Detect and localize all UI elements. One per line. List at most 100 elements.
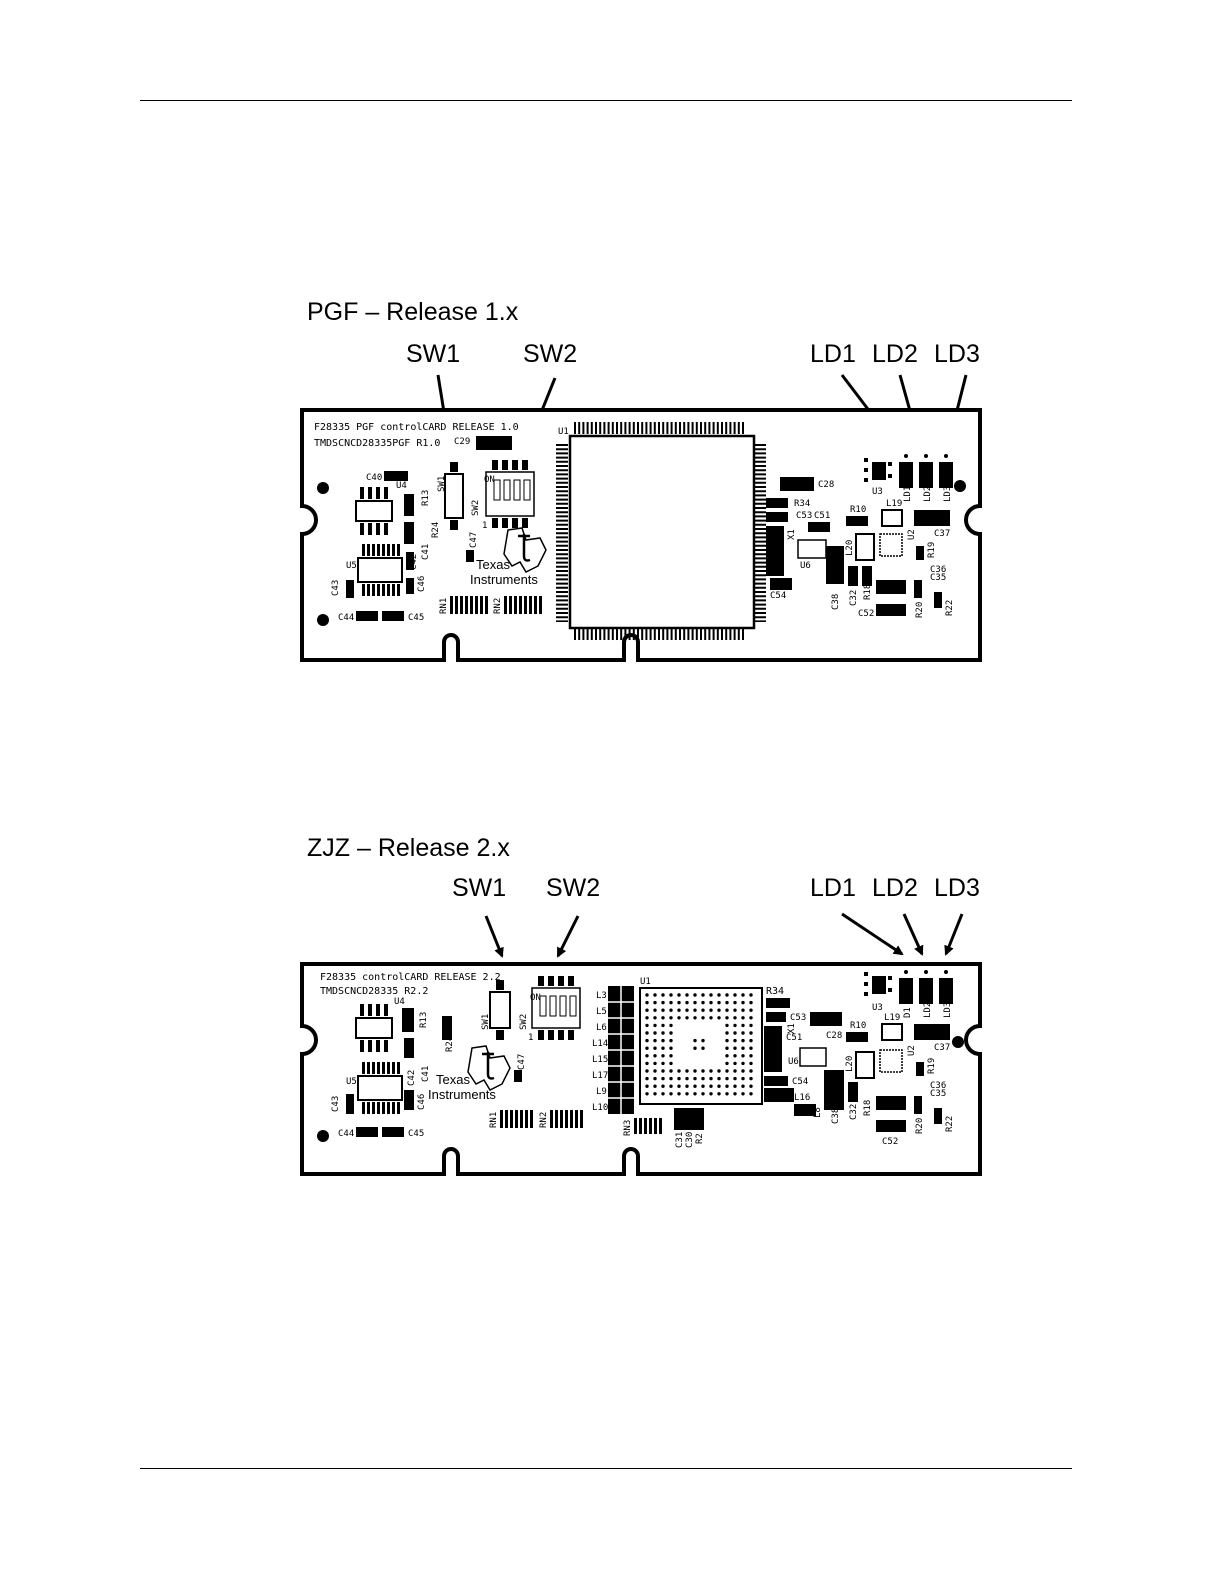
pgf-r24-pads xyxy=(404,522,414,544)
pgf-ref-u1: U1 xyxy=(558,427,569,437)
bga-ball xyxy=(709,1076,713,1081)
bga-ball xyxy=(733,993,737,997)
bga-ball xyxy=(661,1061,665,1066)
pgf-ref-c53: C53 xyxy=(796,511,812,521)
pgf-logo-instruments: Instruments xyxy=(470,572,538,587)
pgf-ref-c45: C45 xyxy=(408,613,424,623)
pgf-c45-pads xyxy=(382,611,404,621)
zjz-ref-c38: C38 xyxy=(831,1108,841,1124)
bga-ball xyxy=(749,1016,753,1020)
zjz-c45-pads xyxy=(382,1127,404,1137)
bga-ball xyxy=(701,1000,705,1005)
bga-ball xyxy=(645,1076,649,1081)
zjz-ref-c43: C43 xyxy=(331,1096,341,1112)
bga-ball xyxy=(661,1046,665,1050)
pgf-c29-pads xyxy=(476,436,512,450)
zjz-c46-pads xyxy=(404,1090,414,1110)
zjz-ref-c42: C42 xyxy=(407,1070,417,1086)
zjz-ref-l14: L14 xyxy=(592,1039,608,1049)
bga-ball xyxy=(693,1076,697,1081)
pgf-ref-c40: C40 xyxy=(366,473,382,483)
bga-ball xyxy=(645,1000,649,1005)
zjz-ref-c35: C35 xyxy=(930,1089,946,1099)
pgf-ref-c51: C51 xyxy=(814,511,830,521)
bga-ball xyxy=(669,1016,673,1020)
bga-ball xyxy=(677,1016,681,1020)
zjz-u3-chip xyxy=(864,972,892,996)
bga-ball xyxy=(749,1000,753,1005)
zjz-ref-u4: U4 xyxy=(394,997,405,1007)
bga-ball xyxy=(661,1016,665,1020)
bga-ball xyxy=(685,1084,689,1088)
bga-ball xyxy=(645,1069,649,1073)
pgf-mount-hole xyxy=(317,482,329,494)
zjz-x1-crystal xyxy=(764,1026,782,1072)
bga-ball xyxy=(693,1092,697,1096)
zjz-c32-pads xyxy=(848,1082,858,1102)
zjz-ref-r22: R22 xyxy=(945,1116,955,1132)
zjz-ref-c44: C44 xyxy=(338,1129,354,1139)
bga-ball xyxy=(685,1069,689,1073)
bga-ball xyxy=(701,1038,705,1043)
pgf-c42-pads xyxy=(406,552,414,570)
pgf-led2-mark xyxy=(924,454,928,458)
bga-ball xyxy=(749,1046,753,1050)
pgf-ref-c37: C37 xyxy=(934,529,950,539)
zjz-ref-rn1: RN1 xyxy=(489,1112,499,1128)
pgf-led1-mark xyxy=(904,454,908,458)
bga-ball xyxy=(741,1069,745,1073)
pgf-board-part: TMDSCNCD28335PGF R1.0 xyxy=(314,438,440,449)
zjz-callout-sw1: SW1 xyxy=(452,874,507,902)
bga-ball xyxy=(661,1008,665,1012)
bga-ball xyxy=(725,993,729,997)
pgf-ref-c52: C52 xyxy=(858,609,874,619)
pgf-ref-u5: U5 xyxy=(346,561,357,571)
bga-ball xyxy=(749,1069,753,1073)
pgf-callout-sw1: SW1 xyxy=(406,340,461,368)
bga-ball xyxy=(685,1076,689,1081)
zjz-ref-on: ON xyxy=(530,993,541,1003)
bga-ball xyxy=(669,1023,673,1028)
zjz-led2 xyxy=(919,978,933,1004)
zjz-ref-l5: L5 xyxy=(596,1007,607,1017)
pgf-c28-pads xyxy=(780,477,814,491)
zjz-ref-r2: R2 xyxy=(695,1133,705,1144)
bga-ball xyxy=(741,1031,745,1035)
zjz-ref-c51: C51 xyxy=(786,1033,802,1043)
bga-ball xyxy=(733,1008,737,1012)
zjz-ref-ld2: LD2 xyxy=(923,1002,933,1018)
bga-ball xyxy=(733,1038,737,1043)
pgf-led1 xyxy=(899,462,913,488)
zjz-callout-ld2: LD2 xyxy=(872,874,918,902)
pgf-r18-pads xyxy=(862,566,872,586)
zjz-led3-mark xyxy=(944,970,948,974)
pgf-l19-inductor xyxy=(881,509,903,527)
pgf-ref-c42: C42 xyxy=(409,554,419,570)
zjz-ref-c32: C32 xyxy=(849,1104,859,1120)
zjz-ref-l19: L19 xyxy=(884,1013,900,1023)
bga-ball xyxy=(725,1016,729,1020)
bga-ball xyxy=(669,1038,673,1043)
bga-ball xyxy=(661,1023,665,1028)
bga-ball xyxy=(701,993,705,997)
zjz-ref-c53: C53 xyxy=(790,1013,806,1023)
bga-ball xyxy=(741,1046,745,1050)
zjz-callout-ld3: LD3 xyxy=(934,874,980,902)
pgf-callout-ld3: LD3 xyxy=(934,340,980,368)
bga-ball xyxy=(749,1031,753,1035)
pgf-c44-pads xyxy=(356,611,378,621)
zjz-led1 xyxy=(899,978,913,1004)
bga-ball xyxy=(645,1054,649,1058)
zjz-sw2-dip-switch xyxy=(531,976,581,1040)
pgf-ref-sw2: SW2 xyxy=(471,500,481,516)
zjz-l20-inductor xyxy=(855,1051,875,1079)
pgf-ref-r10: R10 xyxy=(850,505,866,515)
zjz-ref-sw2: SW2 xyxy=(519,1014,529,1030)
pgf-ref-c29: C29 xyxy=(454,437,470,447)
pgf-ref-r13: R13 xyxy=(421,490,431,506)
bga-ball xyxy=(725,1084,729,1088)
bga-ball xyxy=(741,1076,745,1081)
pgf-callout-ld1: LD1 xyxy=(810,340,856,368)
bga-ball xyxy=(645,1061,649,1066)
bga-ball xyxy=(669,1031,673,1035)
